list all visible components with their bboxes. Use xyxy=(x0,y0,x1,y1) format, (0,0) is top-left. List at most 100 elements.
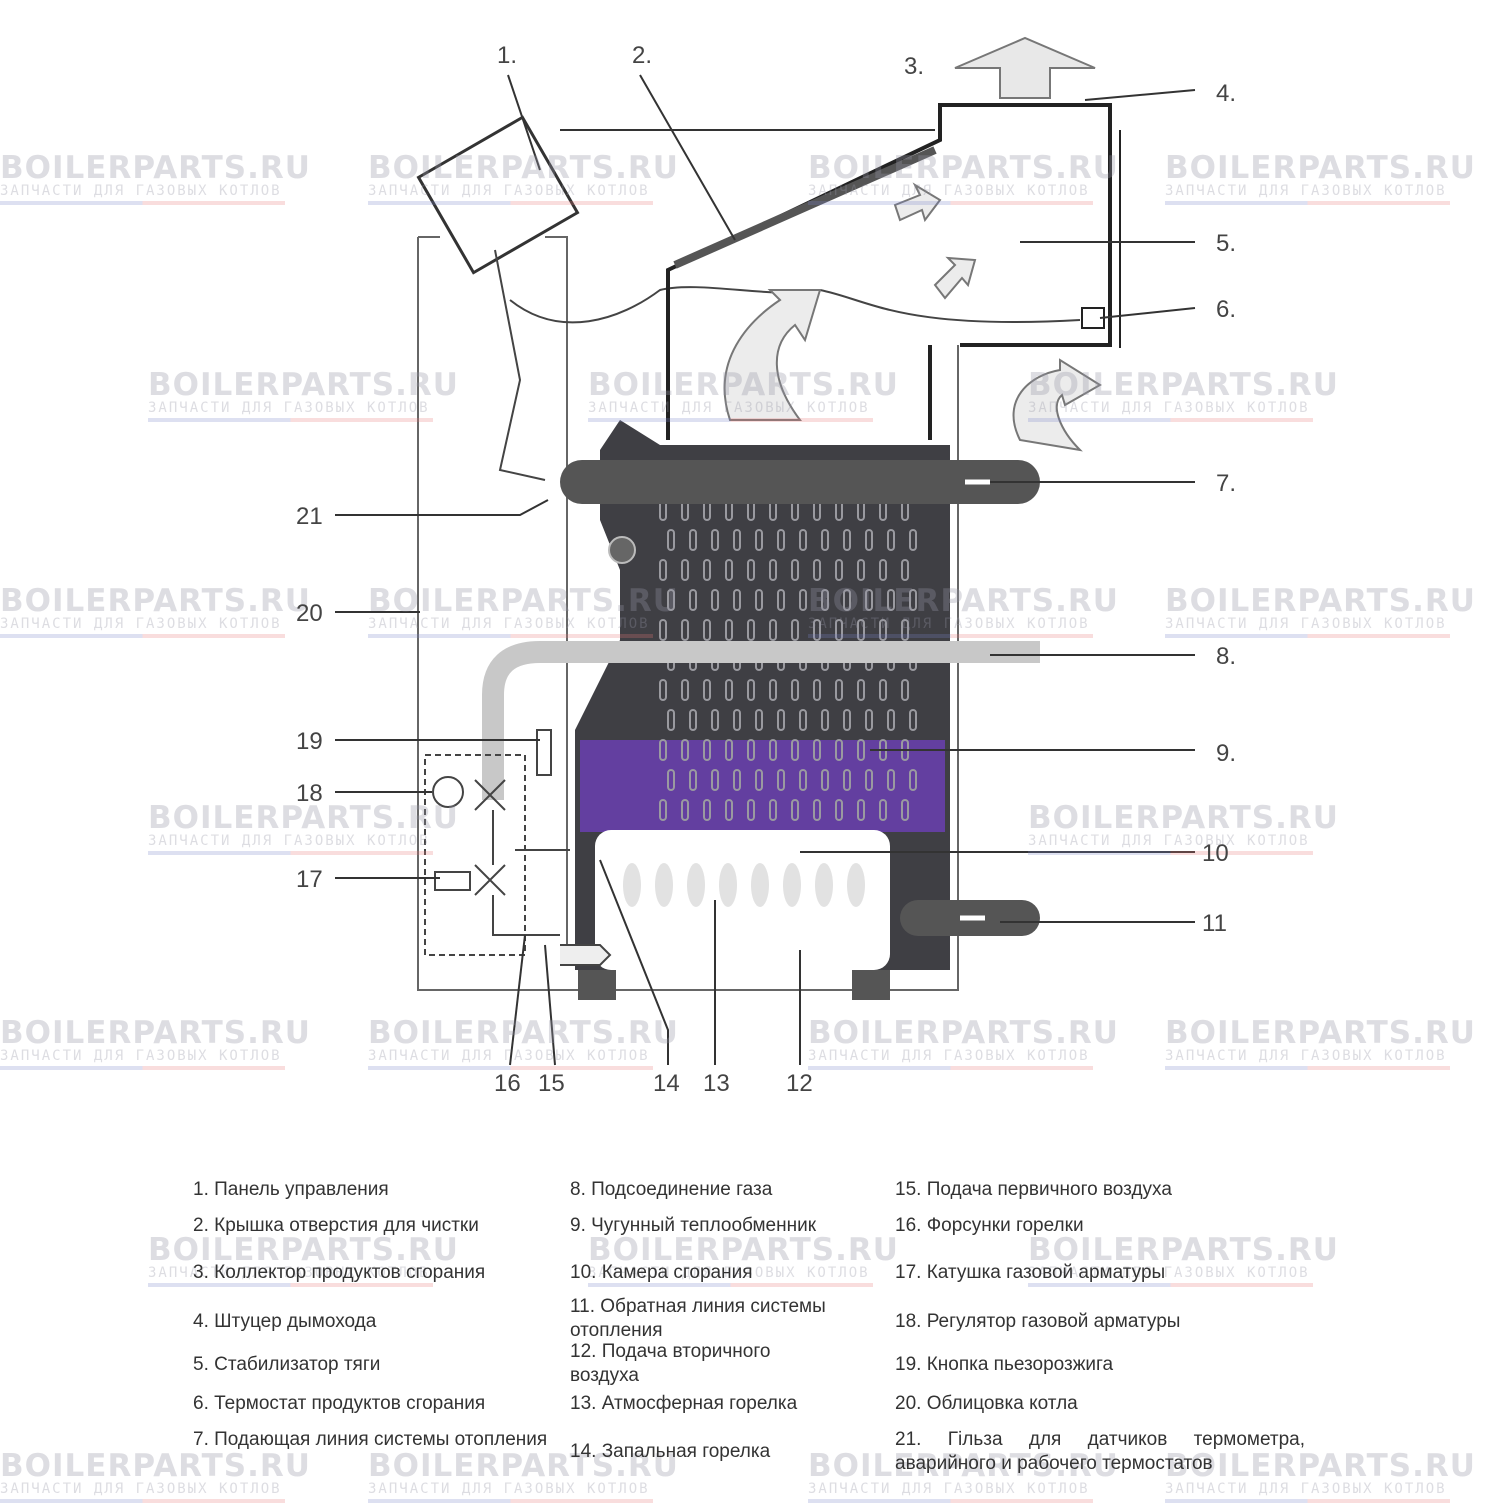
legend-item: 12. Подача вторичного воздуха xyxy=(570,1341,771,1386)
exchanger-fin xyxy=(755,769,763,791)
exchanger-fin xyxy=(711,529,719,551)
exchanger-fin xyxy=(791,799,799,821)
flame xyxy=(751,863,769,907)
exchanger-fin xyxy=(865,529,873,551)
exchanger-fin xyxy=(901,679,909,701)
exchanger-fin xyxy=(711,589,719,611)
exchanger-fin xyxy=(909,709,917,731)
exchanger-fin xyxy=(725,619,733,641)
callout-4: 4. xyxy=(1216,80,1237,107)
exchanger-fin xyxy=(681,619,689,641)
exchanger-fin xyxy=(821,709,829,731)
legend-item: 17. Катушка газовой арматуры xyxy=(895,1262,1166,1283)
exchanger-fin xyxy=(703,739,711,761)
exchanger-fin xyxy=(769,619,777,641)
flue-gas-arrow xyxy=(954,36,1096,99)
exchanger-fin xyxy=(799,709,807,731)
burner-flames xyxy=(623,863,865,907)
exchanger-fin xyxy=(703,619,711,641)
exchanger-fin xyxy=(857,619,865,641)
flame xyxy=(623,863,641,907)
exchanger-fin xyxy=(857,679,865,701)
legend-item: 6. Термостат продуктов сгорания xyxy=(193,1393,486,1414)
exchanger-fin xyxy=(769,739,777,761)
exchanger-fin xyxy=(835,619,843,641)
exchanger-fin xyxy=(755,529,763,551)
exchanger-fin xyxy=(791,619,799,641)
exchanger-fin xyxy=(769,799,777,821)
exchanger-fin xyxy=(843,769,851,791)
callout-18: 18 xyxy=(296,780,323,807)
exchanger-fin xyxy=(821,769,829,791)
pipes xyxy=(482,460,1040,1000)
callout-1: 1. xyxy=(497,42,518,69)
callout-2: 2. xyxy=(632,42,653,69)
exchanger-fin xyxy=(901,619,909,641)
callout-8: 8. xyxy=(1216,643,1237,670)
legend-item: 3. Коллектор продуктов сгорания xyxy=(193,1262,486,1283)
exchanger-fin xyxy=(681,559,689,581)
exchanger-fin xyxy=(711,709,719,731)
exchanger-fin xyxy=(681,679,689,701)
flame xyxy=(847,863,865,907)
exchanger-fin xyxy=(711,769,719,791)
callout-7: 7. xyxy=(1216,470,1237,497)
gas-valve xyxy=(424,729,612,966)
exchanger-fin xyxy=(887,529,895,551)
exchanger-fin xyxy=(703,679,711,701)
callout-10: 10 xyxy=(1202,840,1229,867)
exchanger-fin xyxy=(791,559,799,581)
exchanger-fin xyxy=(689,709,697,731)
exchanger-fin xyxy=(747,679,755,701)
exchanger-fin xyxy=(733,769,741,791)
legend-item: 8. Подсоединение газа xyxy=(570,1179,773,1200)
callout-9: 9. xyxy=(1216,740,1237,767)
exchanger-fin xyxy=(681,799,689,821)
exchanger-fin xyxy=(857,739,865,761)
exchanger-fin xyxy=(725,799,733,821)
exchanger-fin xyxy=(843,709,851,731)
exchanger-fin xyxy=(887,769,895,791)
exchanger-fin xyxy=(909,589,917,611)
callout-12: 12 xyxy=(786,1070,813,1097)
exchanger-fin xyxy=(799,529,807,551)
callout-15: 15 xyxy=(538,1070,565,1097)
legend-item: 1. Панель управления xyxy=(193,1179,389,1200)
exchanger-fin xyxy=(843,529,851,551)
exchanger-fin xyxy=(835,559,843,581)
exchanger-fin xyxy=(659,559,667,581)
exchanger-fin xyxy=(777,529,785,551)
exchanger-fin xyxy=(835,799,843,821)
exchanger-fin xyxy=(747,739,755,761)
exchanger-fin xyxy=(681,739,689,761)
exchanger-fin xyxy=(813,739,821,761)
legend-item: 20. Облицовка котла xyxy=(895,1393,1078,1414)
exchanger-fin xyxy=(835,739,843,761)
exchanger-fin xyxy=(755,589,763,611)
exchanger-fin xyxy=(659,739,667,761)
exchanger-fin xyxy=(659,679,667,701)
exchanger-fin xyxy=(755,709,763,731)
callout-13: 13 xyxy=(703,1070,730,1097)
exchanger-fin xyxy=(747,799,755,821)
exchanger-fin xyxy=(835,679,843,701)
exchanger-fin xyxy=(821,589,829,611)
exchanger-fin xyxy=(909,529,917,551)
exchanger-fin xyxy=(659,799,667,821)
legend-item: 9. Чугунный теплообменник xyxy=(570,1215,817,1236)
exchanger-fin xyxy=(879,679,887,701)
exchanger-fin xyxy=(777,709,785,731)
exchanger-fin xyxy=(843,589,851,611)
callout-17: 17 xyxy=(296,866,323,893)
legend-item: 10. Камера сгорания xyxy=(570,1262,753,1283)
callout-21: 21 xyxy=(296,503,323,530)
exchanger-fin xyxy=(879,559,887,581)
exchanger-fin xyxy=(799,589,807,611)
exchanger-fin xyxy=(703,559,711,581)
exchanger-fin xyxy=(909,769,917,791)
exchanger-fin xyxy=(667,769,675,791)
exchanger-fin xyxy=(777,589,785,611)
exchanger-fin xyxy=(769,679,777,701)
exchanger-fin xyxy=(667,589,675,611)
exchanger-fin xyxy=(901,799,909,821)
